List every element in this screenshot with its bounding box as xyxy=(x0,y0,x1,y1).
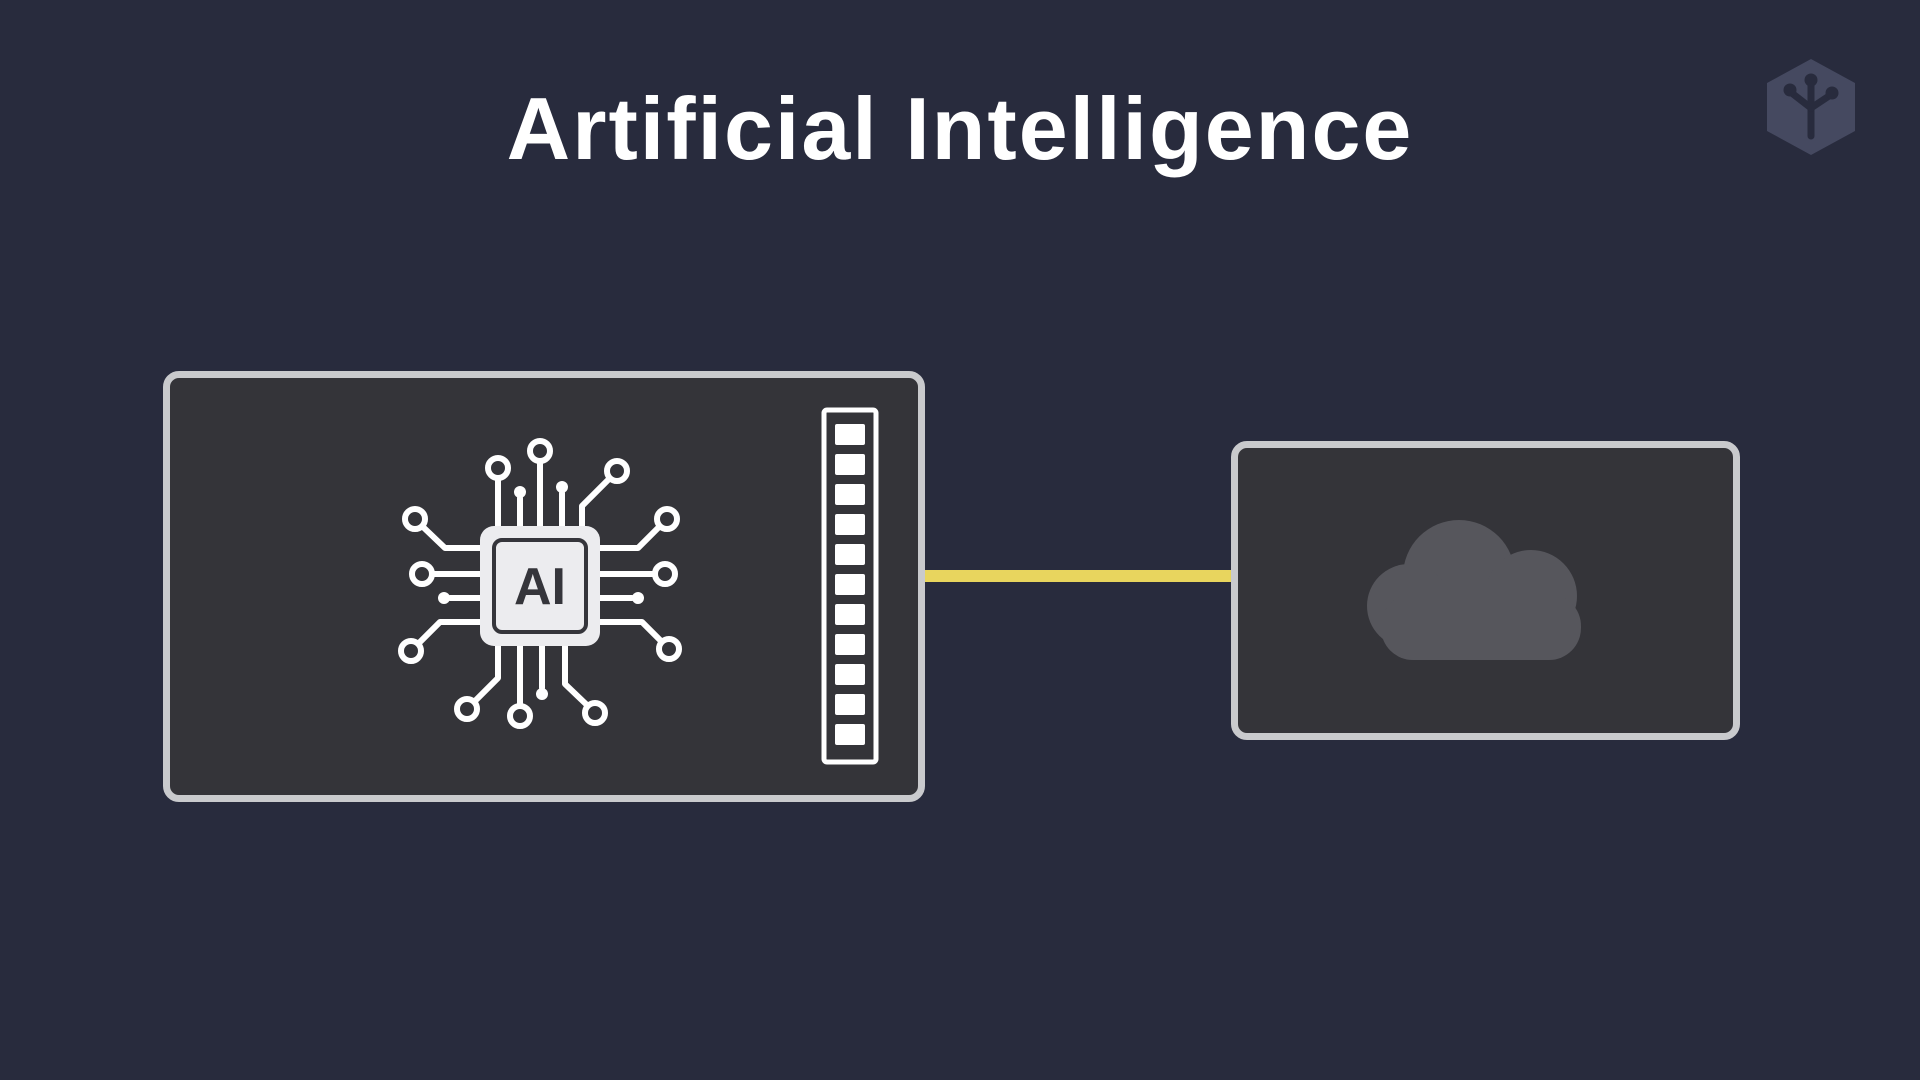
page-title: Artificial Intelligence xyxy=(506,79,1414,178)
ai-chip-icon: AI xyxy=(398,438,682,729)
cloud-panel xyxy=(1231,441,1740,740)
cloud-icon xyxy=(1366,520,1581,660)
connection-line xyxy=(921,570,1233,582)
brand-logo xyxy=(1760,56,1862,158)
ai-device-panel: AI xyxy=(163,371,925,802)
connector-strip-icon xyxy=(821,407,879,765)
hexagon-branch-logo-icon xyxy=(1767,59,1855,155)
chip-label: AI xyxy=(514,558,566,616)
